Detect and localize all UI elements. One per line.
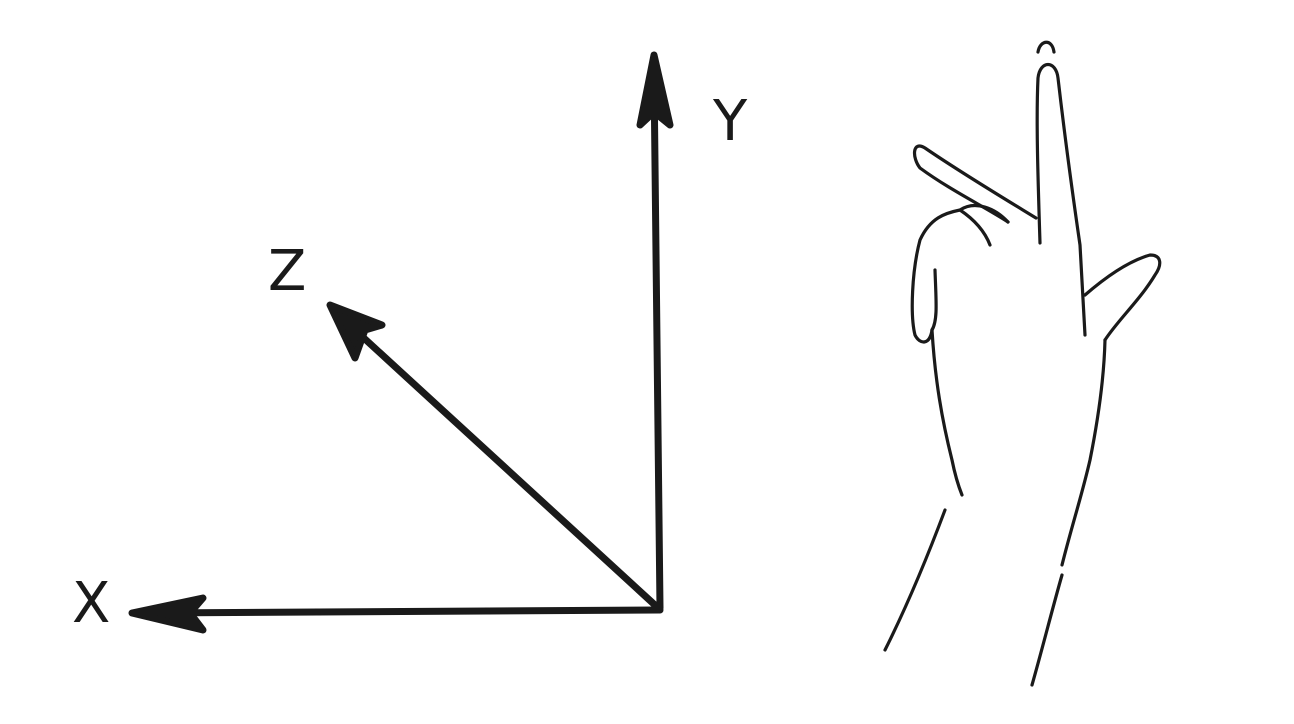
y-axis-line: [650, 71, 664, 612]
thumb: [1083, 253, 1162, 342]
x-axis-label: X: [72, 571, 110, 636]
curled-fingers: [910, 204, 1010, 344]
y-axis-arrowhead: [636, 51, 674, 129]
z-axis: Z: [268, 239, 660, 610]
x-axis-line: [146, 606, 664, 617]
x-axis-arrowhead: [128, 594, 207, 634]
z-axis-label: Z: [268, 239, 306, 304]
y-axis: Y: [636, 51, 748, 612]
knuckle-mark: [930, 268, 938, 332]
hand-sketch-icon: [883, 40, 1162, 687]
x-axis: X: [72, 571, 664, 636]
middle-finger: [1035, 62, 1087, 337]
palm-left-edge: [930, 328, 964, 497]
z-axis-arrowhead: [326, 301, 386, 362]
z-axis-line: [338, 314, 660, 610]
wrist-right: [1030, 573, 1064, 687]
wrist-left: [883, 508, 947, 652]
palm-right-edge: [1060, 338, 1107, 567]
index-finger: [913, 144, 1038, 224]
y-axis-label: Y: [712, 89, 748, 154]
middle-finger-nail: [1036, 40, 1056, 54]
knuckle-line: [958, 208, 992, 247]
